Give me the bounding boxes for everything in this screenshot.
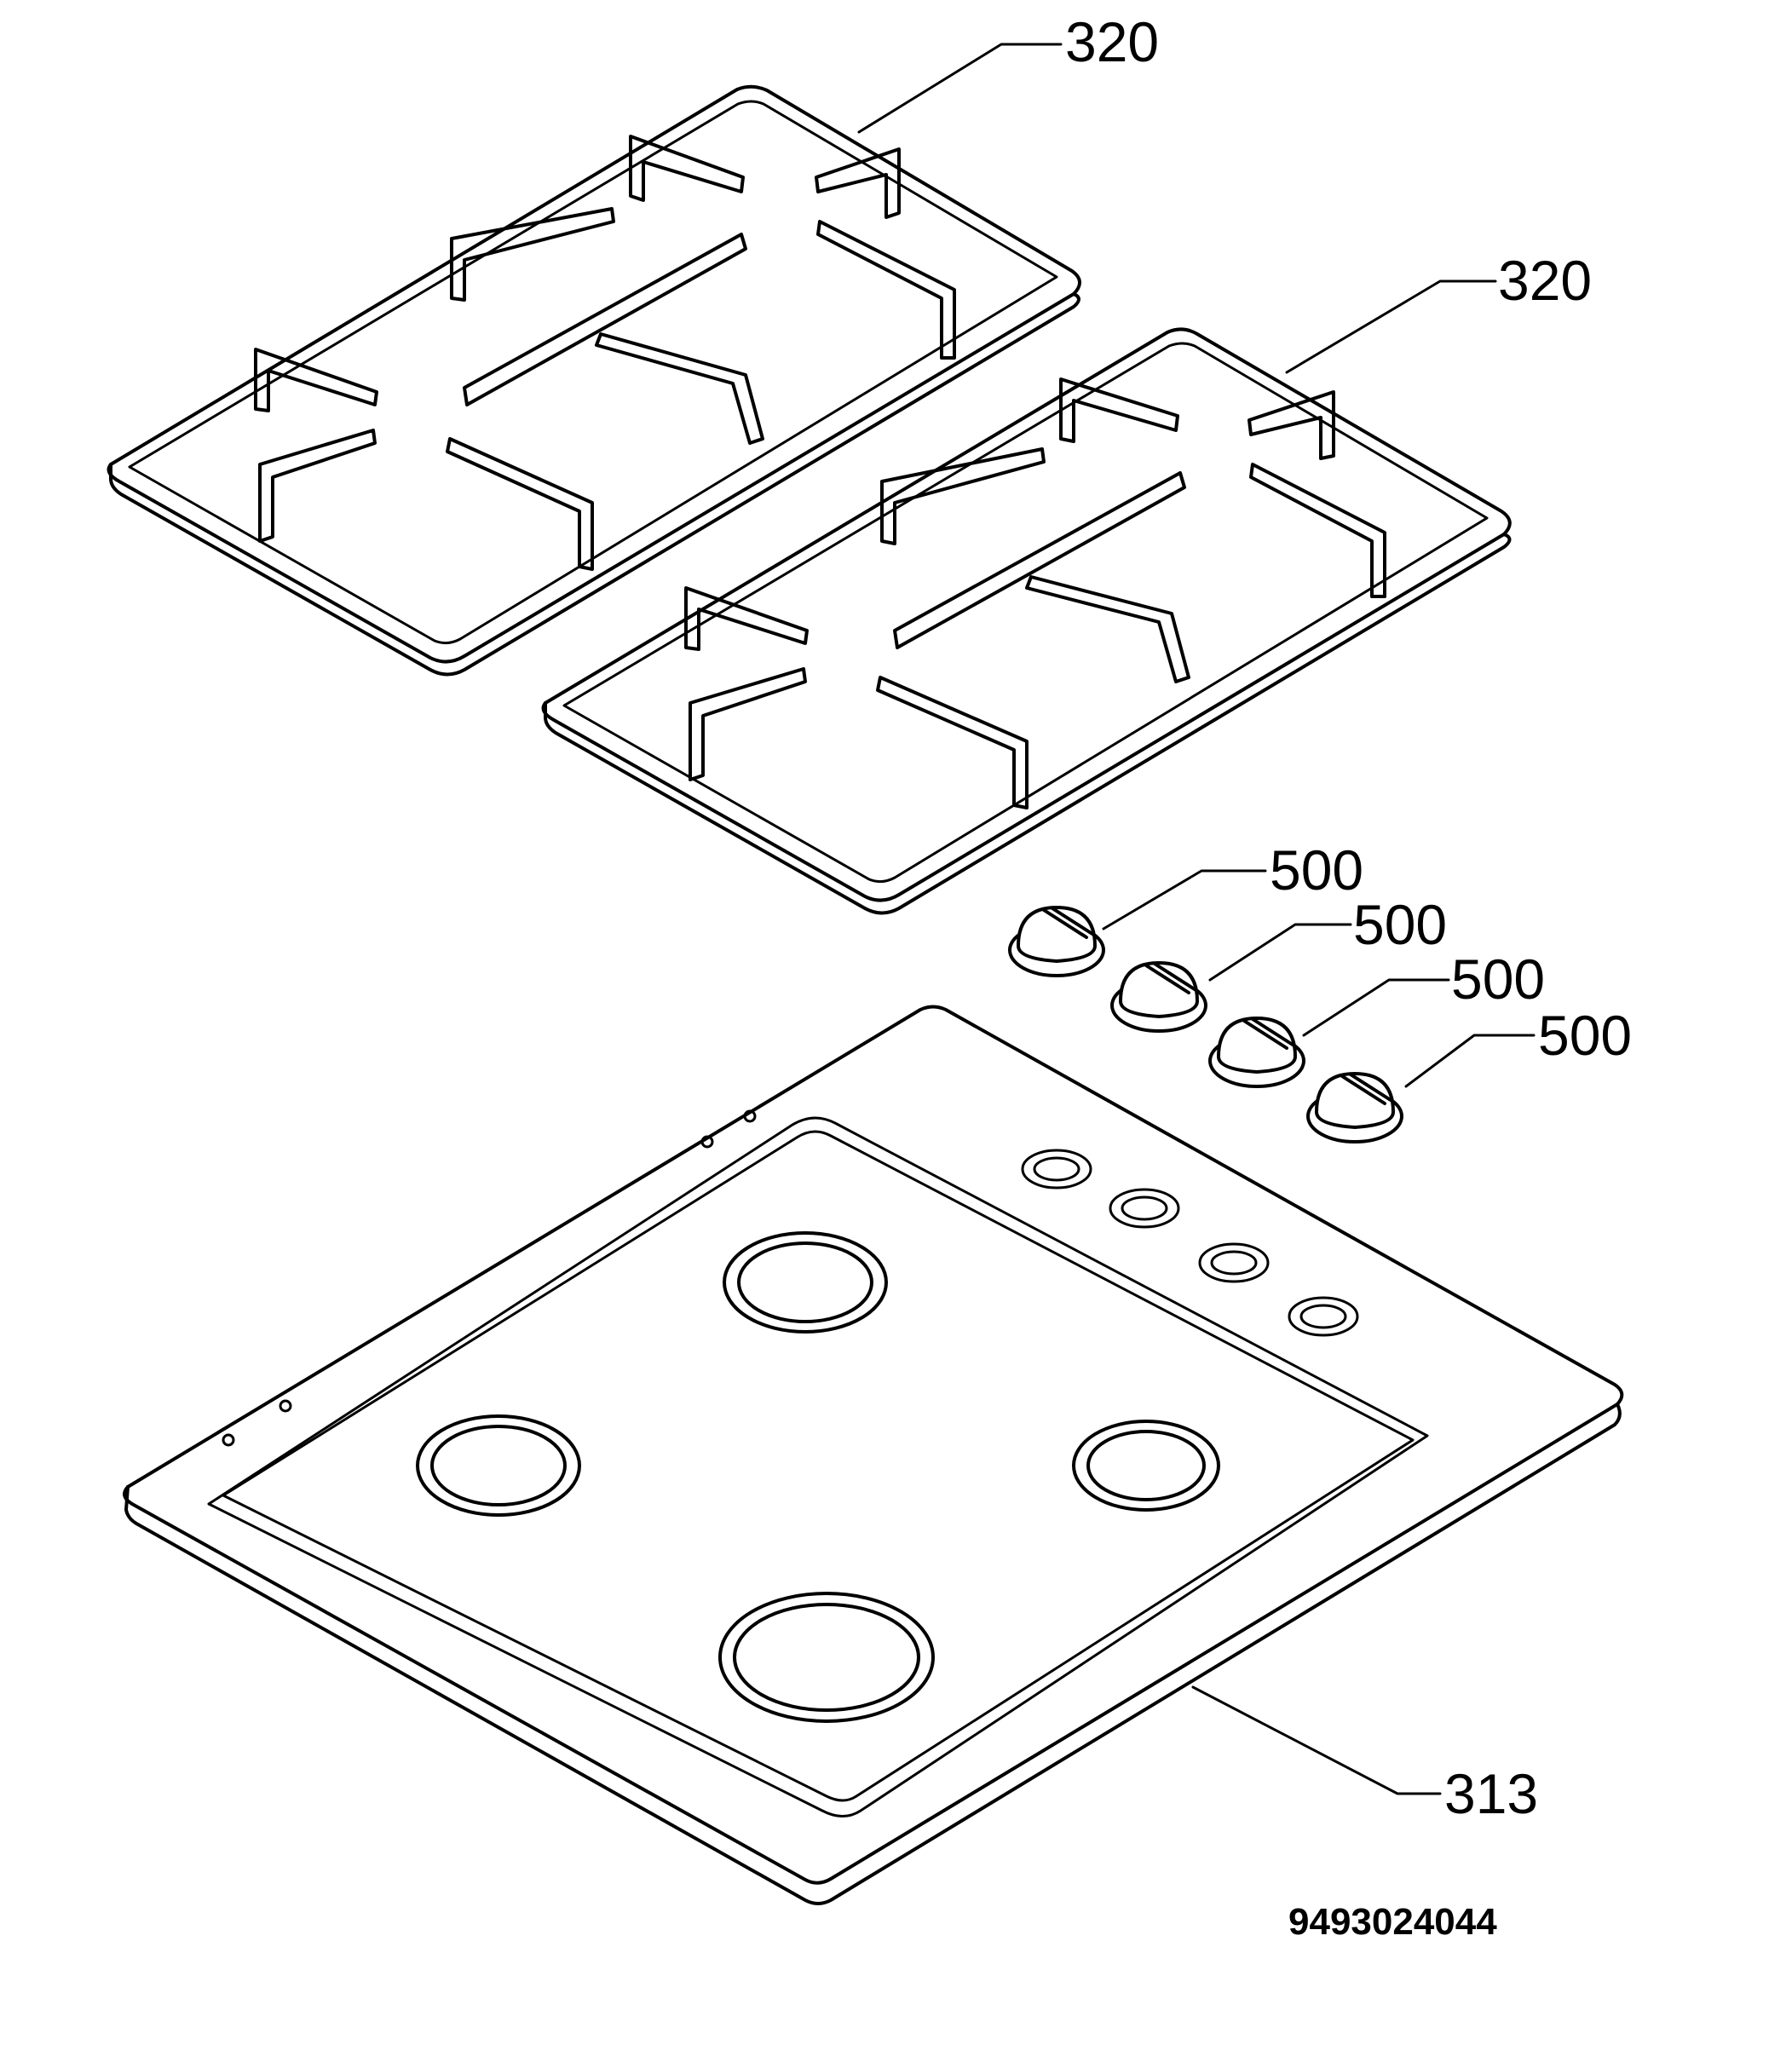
control-knob-2	[1110, 961, 1207, 1033]
burner-hole-left	[416, 1414, 581, 1517]
burner-hole-front	[718, 1592, 935, 1723]
control-knob-4	[1306, 1072, 1403, 1143]
label-knob-2: 500	[1353, 893, 1447, 956]
control-knob-3	[1208, 1017, 1305, 1088]
label-hob-top: 313	[1444, 1762, 1538, 1825]
label-knob-3: 500	[1451, 948, 1545, 1011]
label-knob-4: 500	[1538, 1004, 1632, 1067]
label-grate-right: 320	[1498, 249, 1592, 312]
burner-hole-rear	[723, 1231, 888, 1334]
hob-top-plate	[123, 1005, 1624, 1905]
control-knob-1	[1008, 906, 1105, 977]
leader-lines	[857, 43, 1536, 1795]
pan-support-grate-left	[107, 84, 1081, 677]
pan-support-grate-right	[541, 327, 1512, 915]
label-grate-left: 320	[1065, 10, 1159, 73]
document-number: 9493024044	[1288, 1901, 1497, 1943]
burner-hole-right	[1072, 1420, 1220, 1512]
label-knob-1: 500	[1270, 838, 1363, 902]
